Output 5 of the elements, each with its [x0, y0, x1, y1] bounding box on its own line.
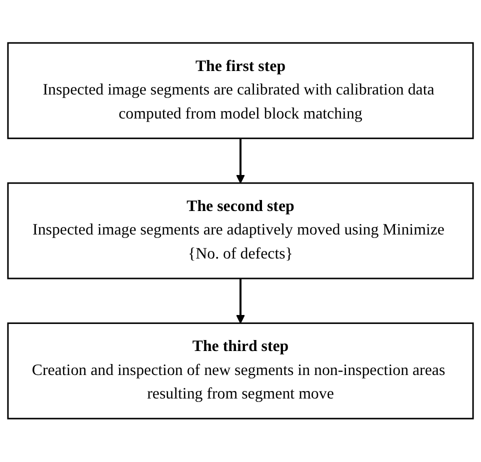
node-box: The third step Creation and inspection of new segments in non-inspection areas resulting from segment move — [7, 322, 474, 420]
node-box: The second step Inspected image segments are adaptively moved using Minimize {No. of defects} — [7, 182, 474, 280]
arrow — [236, 138, 245, 184]
node-box: The first step Inspected image segments are calibrated with calibration data computed from model block matching — [7, 42, 474, 140]
arrow — [236, 278, 245, 324]
